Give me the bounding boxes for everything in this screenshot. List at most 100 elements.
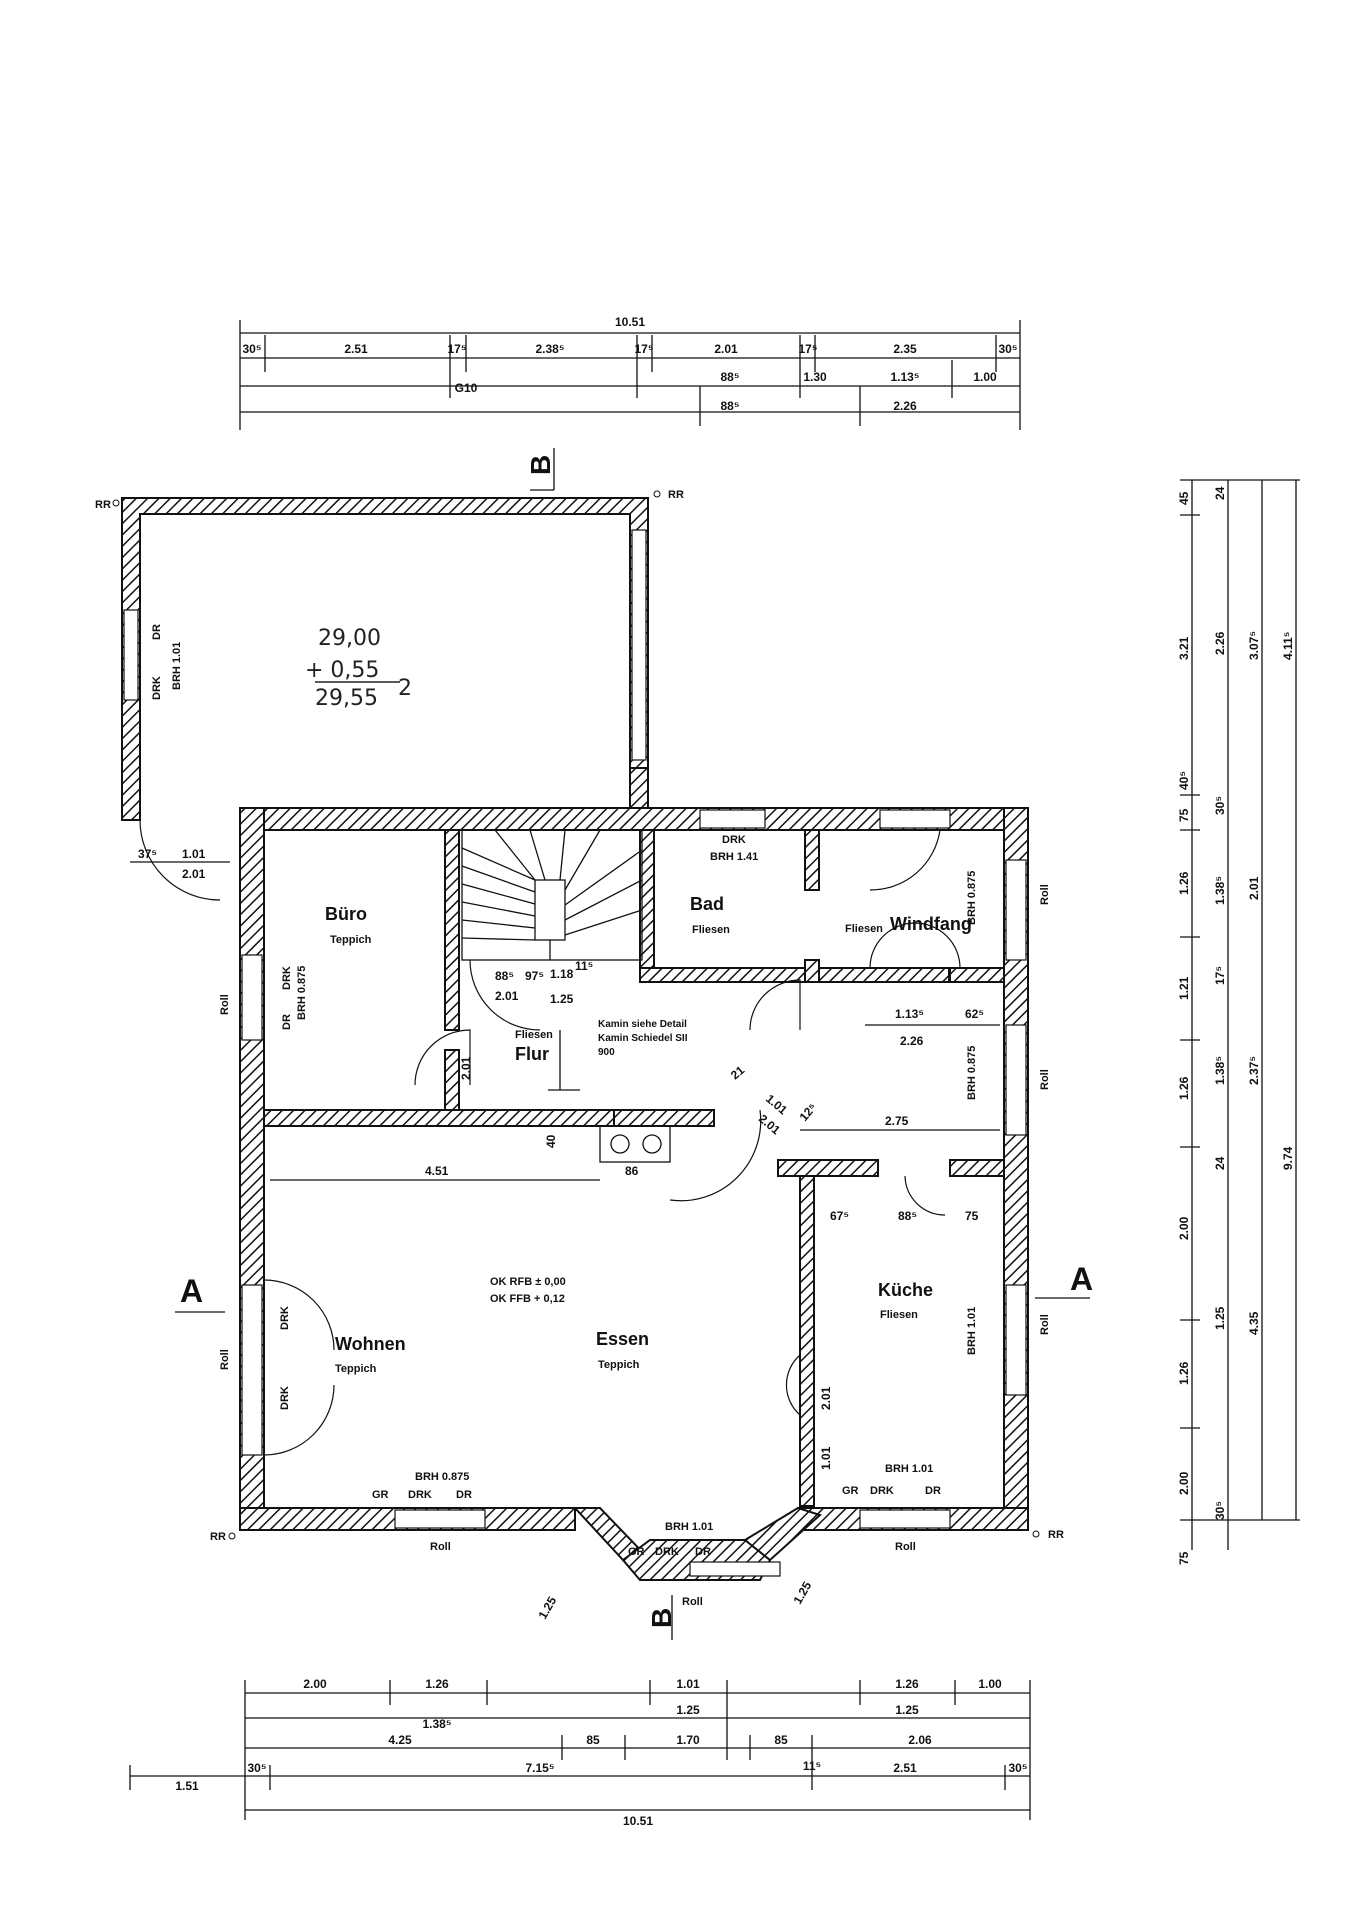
svg-text:30⁵: 30⁵	[1213, 796, 1227, 815]
svg-text:A: A	[180, 1273, 203, 1309]
svg-text:BRH 0.875: BRH 0.875	[966, 871, 978, 925]
doors	[263, 829, 961, 1456]
room-floor-wohnen: Teppich	[335, 1363, 377, 1375]
svg-text:DR: DR	[456, 1489, 472, 1501]
svg-text:1.25: 1.25	[790, 1579, 814, 1607]
svg-text:2.37⁵: 2.37⁵	[1247, 1056, 1261, 1085]
interior-walls	[263, 829, 1005, 1507]
svg-text:Roll: Roll	[1039, 884, 1051, 905]
svg-text:1.25: 1.25	[895, 1703, 919, 1717]
svg-text:DRK: DRK	[655, 1546, 679, 1558]
svg-text:BRH 0.875: BRH 0.875	[296, 966, 308, 1020]
svg-text:2.01: 2.01	[1247, 876, 1261, 900]
level-rfb: OK RFB ± 0,00	[490, 1276, 566, 1288]
room-kueche: Küche Fliesen BRH 1.01 GR DRK DR Roll BR…	[842, 1280, 1051, 1553]
svg-text:1.26: 1.26	[425, 1677, 449, 1691]
svg-text:BRH 1.01: BRH 1.01	[885, 1463, 933, 1475]
svg-text:75: 75	[1177, 808, 1191, 822]
svg-text:2.01: 2.01	[495, 989, 519, 1003]
svg-text:40⁵: 40⁵	[1177, 771, 1191, 790]
svg-text:1.13⁵: 1.13⁵	[895, 1007, 924, 1021]
top-dim: 17⁵	[635, 342, 654, 356]
svg-text:88⁵: 88⁵	[495, 969, 514, 983]
svg-text:BRH 0.875: BRH 0.875	[966, 1046, 978, 1100]
svg-text:DRK: DRK	[151, 676, 163, 700]
svg-text:1.38⁵: 1.38⁵	[1213, 876, 1227, 905]
svg-text:4.25: 4.25	[388, 1733, 412, 1747]
room-name-kueche: Küche	[878, 1280, 933, 1300]
section-mark-b-bottom: B	[646, 1595, 677, 1640]
svg-text:30⁵: 30⁵	[1213, 1501, 1227, 1520]
svg-text:DRK: DRK	[281, 966, 293, 990]
svg-text:B: B	[646, 1608, 677, 1628]
top-dim: 2.38⁵	[536, 342, 565, 356]
svg-text:DRK: DRK	[279, 1306, 291, 1330]
svg-text:10.51: 10.51	[623, 1814, 653, 1828]
svg-text:11⁵: 11⁵	[575, 959, 593, 973]
room-floor-bad: Fliesen	[692, 924, 730, 936]
garage-area-line1: 29,00	[318, 626, 381, 651]
section-mark-a-right: A	[1035, 1261, 1093, 1299]
svg-text:RR: RR	[95, 499, 111, 511]
svg-text:24: 24	[1213, 486, 1227, 500]
svg-text:1.51: 1.51	[175, 1779, 199, 1793]
svg-text:75: 75	[965, 1209, 979, 1223]
svg-text:2.75: 2.75	[885, 1114, 909, 1128]
svg-text:85: 85	[774, 1733, 788, 1747]
room-bad: Bad Fliesen DRK BRH 1.41	[690, 834, 758, 936]
level-ffb: OK FFB + 0,12	[490, 1293, 565, 1305]
svg-text:GR: GR	[628, 1546, 645, 1558]
top-dimension-chain: 10.51 30⁵ 2.51 17⁵ 2.38⁵ 17⁵ 2.01 17⁵ 2.…	[239, 315, 1021, 430]
top-dim: 1.30	[803, 370, 827, 384]
svg-text:2.51: 2.51	[893, 1761, 917, 1775]
svg-text:2.01: 2.01	[182, 867, 206, 881]
garage-area-sup: 2	[398, 676, 412, 701]
svg-text:17⁵: 17⁵	[1213, 966, 1227, 985]
right-dimension-chain: 45 3.21 40⁵ 75 1.26 1.21 1.26 2.00 1.26 …	[1177, 479, 1300, 1565]
svg-text:9.74: 9.74	[1281, 1146, 1295, 1170]
top-dim: 88⁵	[721, 399, 740, 413]
svg-text:RR: RR	[1048, 1529, 1064, 1541]
svg-text:1.26: 1.26	[895, 1677, 919, 1691]
garage: DR BRH 1.01 DRK RR RR 29,00 + 0,55 29,55…	[95, 489, 684, 901]
svg-text:1.25: 1.25	[535, 1594, 559, 1622]
svg-text:24: 24	[1213, 1156, 1227, 1170]
top-dim: 2.01	[714, 342, 738, 356]
svg-text:2.01: 2.01	[459, 1056, 473, 1080]
section-mark-a-left: A	[175, 1273, 225, 1313]
svg-text:GR: GR	[842, 1485, 859, 1497]
svg-text:DR: DR	[151, 624, 163, 640]
svg-text:Roll: Roll	[219, 1349, 231, 1370]
svg-text:GR: GR	[372, 1489, 389, 1501]
section-mark-b-top: B	[525, 448, 556, 491]
svg-text:2.06: 2.06	[908, 1733, 932, 1747]
svg-text:30⁵: 30⁵	[248, 1761, 267, 1775]
svg-text:62⁵: 62⁵	[965, 1007, 984, 1021]
svg-text:3.07⁵: 3.07⁵	[1247, 631, 1261, 660]
svg-text:DRK: DRK	[408, 1489, 432, 1501]
svg-text:Roll: Roll	[1039, 1069, 1051, 1090]
svg-text:1.01: 1.01	[676, 1677, 700, 1691]
top-dim: 88⁵	[721, 370, 740, 384]
svg-text:97⁵: 97⁵	[525, 969, 544, 983]
svg-text:75: 75	[1177, 1551, 1191, 1565]
svg-text:4.35: 4.35	[1247, 1311, 1261, 1335]
svg-text:B: B	[525, 455, 556, 475]
svg-text:Roll: Roll	[430, 1541, 451, 1553]
svg-text:RR: RR	[668, 489, 684, 501]
staircase	[461, 829, 643, 961]
svg-text:Roll: Roll	[219, 994, 231, 1015]
svg-text:85: 85	[586, 1733, 600, 1747]
svg-text:DR: DR	[695, 1546, 711, 1558]
svg-text:1.00: 1.00	[978, 1677, 1002, 1691]
svg-text:88⁵: 88⁵	[898, 1209, 917, 1223]
svg-text:1.26: 1.26	[1177, 871, 1191, 895]
svg-text:1.25: 1.25	[550, 992, 574, 1006]
room-windfang: Windfang Fliesen Roll BRH 0.875	[845, 871, 1051, 935]
svg-text:1.38⁵: 1.38⁵	[423, 1717, 452, 1731]
svg-text:2.00: 2.00	[303, 1677, 327, 1691]
svg-text:2.00: 2.00	[1177, 1216, 1191, 1240]
svg-text:12⁵: 12⁵	[797, 1100, 820, 1124]
svg-text:1.21: 1.21	[1177, 976, 1191, 1000]
